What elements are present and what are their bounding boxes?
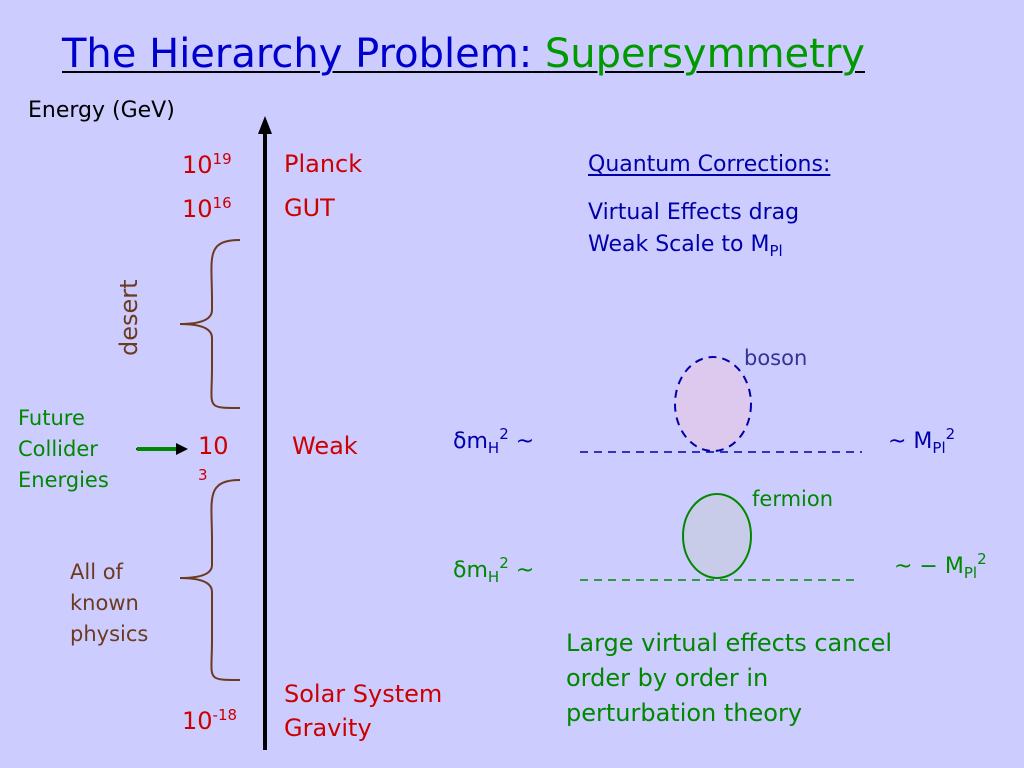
fermion-result: ~ − MPl2 bbox=[894, 550, 987, 582]
known-physics-brace bbox=[179, 479, 241, 681]
desert-label: desert bbox=[115, 279, 143, 356]
title-highlight: Supersymmetry bbox=[544, 31, 865, 77]
gut-energy: 1016 bbox=[182, 194, 232, 223]
quantum-heading: Quantum Corrections: bbox=[588, 152, 831, 177]
gravity-energy: 10-18 bbox=[182, 706, 238, 735]
gravity-label-line2: Gravity bbox=[284, 714, 372, 742]
boson-label: boson bbox=[744, 346, 808, 370]
planck-energy: 1019 bbox=[182, 150, 232, 179]
collider-arrow-head bbox=[176, 443, 188, 455]
boson-result: ~ MPl2 bbox=[888, 425, 956, 457]
fermion-loop bbox=[682, 493, 752, 579]
weak-label: Weak bbox=[292, 432, 358, 460]
boson-loop bbox=[674, 356, 752, 452]
desert-brace bbox=[179, 239, 241, 409]
boson-delta-mh: δmH2 ~ bbox=[453, 425, 535, 457]
weak-energy-base: 10 bbox=[198, 432, 229, 460]
gravity-label-line1: Solar System bbox=[284, 680, 443, 708]
quantum-line1: Virtual Effects drag bbox=[588, 200, 800, 225]
title-main: The Hierarchy Problem: bbox=[62, 31, 533, 77]
planck-label: Planck bbox=[284, 150, 363, 178]
energy-axis-arrowhead bbox=[258, 116, 272, 134]
gut-label: GUT bbox=[284, 194, 335, 222]
fermion-label: fermion bbox=[752, 487, 834, 511]
fermion-delta-mh: δmH2 ~ bbox=[453, 554, 535, 586]
energy-axis-label: Energy (GeV) bbox=[28, 98, 175, 123]
weak-energy-exp: 3 bbox=[198, 466, 208, 484]
quantum-line2: Weak Scale to MPl bbox=[588, 232, 783, 260]
page-title: The Hierarchy Problem: Supersymmetry bbox=[62, 28, 865, 80]
